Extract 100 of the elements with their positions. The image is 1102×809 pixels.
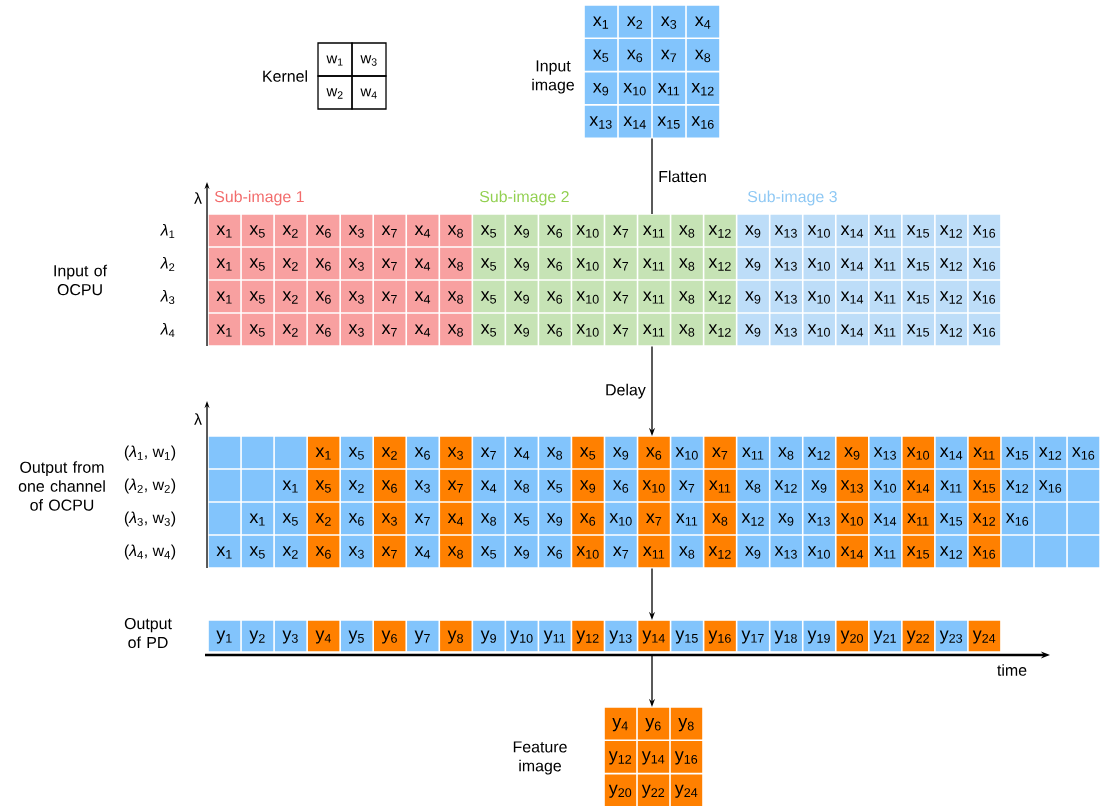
grid-cell: x$_{11}$ [638, 535, 670, 568]
grid-cell: y$_{15}$ [671, 620, 703, 652]
grid-cell: x$_{9}$ [737, 535, 769, 568]
grid-cell: x$_{6}$ [407, 436, 439, 469]
grid-cell: x$_{6}$ [307, 313, 340, 346]
grid-cell: x$_{15}$ [968, 469, 1001, 502]
grid-cell: y$_{16}$ [670, 741, 703, 773]
edge-label: Flatten [659, 170, 706, 183]
grid-cell: x$_{1}$ [241, 502, 274, 535]
grid-cell: y$_{6}$ [374, 620, 406, 652]
grid-cell: x$_{15}$ [902, 214, 935, 247]
grid-cell: x$_{7}$ [652, 39, 686, 71]
text-label: λ$_{3}$ [160, 289, 175, 305]
grid-cell: x$_{4}$ [473, 469, 505, 502]
grid-cell: x$_{2}$ [374, 436, 406, 469]
grid-cell: x$_{4}$ [407, 214, 439, 247]
grid-cell: x$_{16}$ [968, 535, 1001, 568]
grid-cell: x$_{9}$ [836, 436, 868, 469]
grid-cell: x$_{11}$ [638, 280, 670, 313]
grid-cell: x$_{1}$ [208, 214, 241, 247]
node-label: Kernel [263, 70, 307, 82]
grid-cell: x$_{3}$ [407, 469, 439, 502]
grid-cell: x$_{16}$ [968, 214, 1001, 247]
text-label: (λ$_{1}$, w$_{1}$) [124, 445, 176, 461]
grid-cell: x$_{1}$ [584, 5, 618, 38]
grid-cell: x$_{10}$ [572, 280, 604, 313]
grid-cell: x$_{6}$ [307, 247, 340, 280]
grid-cell: y$_{14}$ [637, 741, 670, 773]
grid-cell: x$_{13}$ [803, 502, 835, 535]
grid-cell: x$_{8}$ [671, 214, 703, 247]
grid-cell: x$_{4}$ [686, 5, 720, 38]
grid-cell: x$_{8}$ [737, 469, 769, 502]
grid-cell: x$_{12}$ [935, 535, 968, 568]
grid-cell: y$_{21}$ [869, 620, 902, 652]
grid-cell: y$_{17}$ [737, 620, 769, 652]
grid-cell: x$_{9}$ [737, 247, 769, 280]
grid-cell: x$_{9}$ [737, 280, 769, 313]
grid-cell: x$_{3}$ [652, 5, 686, 38]
grid-cell: y$_{7}$ [407, 620, 439, 652]
grid-cell: x$_{14}$ [836, 313, 868, 346]
grid-cell: x$_{10}$ [869, 469, 902, 502]
grid-cell: x$_{8}$ [440, 280, 472, 313]
grid-cell: x$_{16}$ [968, 247, 1001, 280]
grid-cell: x$_{11}$ [652, 72, 686, 105]
grid-cell: x$_{13}$ [770, 313, 802, 346]
grid-cell: x$_{7}$ [473, 436, 505, 469]
grid-cell: x$_{12}$ [935, 247, 968, 280]
grid-cell: y$_{4}$ [307, 620, 340, 652]
grid-cell: x$_{16}$ [1001, 502, 1034, 535]
grid-cell: y$_{3}$ [274, 620, 307, 652]
edge-label: Delay [606, 383, 646, 399]
grid-cell: x$_{12}$ [704, 313, 736, 346]
grid-cell: x$_{13}$ [770, 247, 802, 280]
grid-cell: x$_{3}$ [340, 535, 373, 568]
grid-cell: x$_{7}$ [374, 214, 406, 247]
grid-cell: x$_{10}$ [902, 436, 935, 469]
grid-cell: x$_{12}$ [737, 502, 769, 535]
grid-cell: x$_{10}$ [605, 502, 637, 535]
grid-cell: x$_{10}$ [618, 72, 652, 105]
grid-cell: x$_{5}$ [572, 436, 604, 469]
grid-cell: y$_{19}$ [803, 620, 835, 652]
grid-cell: x$_{12}$ [935, 313, 968, 346]
grid-cell: x$_{8}$ [770, 436, 802, 469]
grid-cell: x$_{12}$ [1001, 469, 1034, 502]
grid-cell: x$_{2}$ [274, 247, 307, 280]
grid-cell: x$_{11}$ [869, 535, 902, 568]
grid-cell: x$_{11}$ [869, 280, 902, 313]
grid-cell: x$_{3}$ [440, 436, 472, 469]
grid-cell: y$_{5}$ [340, 620, 373, 652]
grid-cell: x$_{9}$ [506, 280, 538, 313]
grid-cell: x$_{9}$ [584, 72, 618, 105]
grid-cell: x$_{10}$ [803, 247, 835, 280]
grid-cell: x$_{5}$ [473, 214, 505, 247]
grid-cell: x$_{14}$ [836, 535, 868, 568]
grid-cell: x$_{12}$ [686, 72, 720, 105]
grid-cell: x$_{7}$ [407, 502, 439, 535]
grid-cell: x$_{11}$ [935, 469, 968, 502]
grid-cell: x$_{8}$ [440, 247, 472, 280]
grid-cell: x$_{9}$ [506, 535, 538, 568]
grid-cell: x$_{8}$ [440, 313, 472, 346]
grid-cell: x$_{1}$ [208, 280, 241, 313]
grid-cell: x$_{8}$ [686, 39, 720, 71]
text-label: λ [194, 413, 202, 425]
grid-cell: x$_{3}$ [340, 247, 373, 280]
grid-cell: x$_{10}$ [572, 247, 604, 280]
grid-cell: x$_{6}$ [374, 469, 406, 502]
grid-cell: x$_{11}$ [737, 436, 769, 469]
grid-cell: w$_{1}$ [317, 42, 353, 77]
grid-cell: x$_{13}$ [869, 436, 902, 469]
grid-cell: x$_{11}$ [869, 214, 902, 247]
grid-cell: x$_{11}$ [869, 247, 902, 280]
grid-cell: y$_{1}$ [208, 620, 241, 652]
grid-cell: x$_{4}$ [506, 436, 538, 469]
grid-cell: x$_{16}$ [968, 313, 1001, 346]
grid-cell: x$_{7}$ [638, 502, 670, 535]
grid-cell: x$_{11}$ [638, 247, 670, 280]
grid-cell: x$_{5}$ [241, 313, 274, 346]
grid-cell: x$_{2}$ [340, 469, 373, 502]
grid-cell: x$_{16}$ [1067, 436, 1100, 469]
grid-cell: y$_{14}$ [638, 620, 670, 652]
